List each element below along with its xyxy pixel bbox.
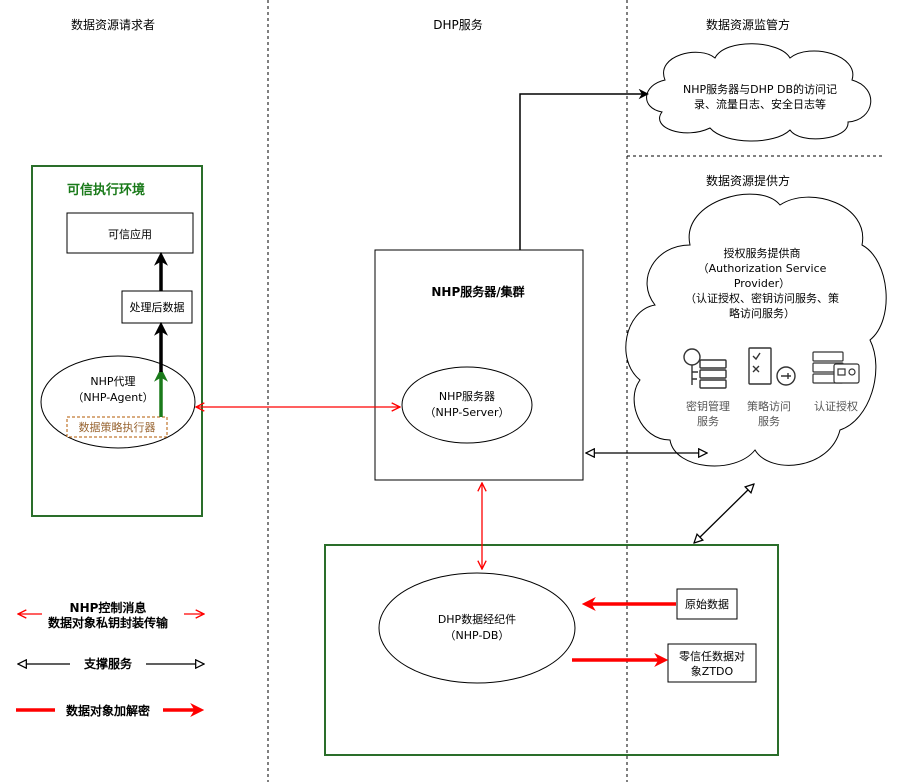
key-management-label-line1: 密钥管理 — [686, 399, 730, 413]
nhp-server-node — [401, 366, 533, 444]
raw-data-label: 原始数据 — [685, 597, 729, 611]
column-title-requester: 数据资源请求者 — [71, 17, 155, 32]
nhp-agent-label: NHP代理 — [90, 375, 135, 388]
raw-data-box — [676, 588, 738, 620]
legend-support-label: 支撑服务 — [83, 656, 133, 671]
legend-crypto-label: 数据对象加解密 — [66, 703, 150, 718]
nhp-server-label: NHP服务器 — [439, 390, 495, 403]
nhp-agent-sublabel: （NHP-Agent） — [72, 391, 153, 404]
legend-nhp-label-line2: 数据对象私钥封装传输 — [48, 615, 169, 630]
nhp-server-sublabel: （NHP-Server） — [425, 406, 510, 419]
ztdo-label-line1: 零信任数据对 — [679, 649, 745, 663]
supervisor-cloud: NHP服务器与DHP DB的访问记 录、流量日志、安全日志等 — [646, 43, 872, 142]
dhp-db-label: DHP数据经纪件 — [438, 612, 516, 626]
nhp-server-cluster: NHP服务器/集群 NHP服务器 （NHP-Server） — [374, 249, 584, 481]
key-server-icon — [683, 348, 727, 389]
provider-cloud: 授权服务提供商 （Authorization Service Provider）… — [625, 193, 887, 467]
policy-checklist-icon — [748, 347, 796, 386]
legend: NHP控制消息 数据对象私钥封装传输 支撑服务 数据对象加解密 — [16, 599, 204, 719]
dhp-db-sublabel: （NHP-DB） — [445, 629, 510, 642]
trusted-environment-title: 可信执行环境 — [67, 182, 145, 198]
processed-data-label: 处理后数据 — [130, 300, 185, 314]
connector-db-provider — [694, 484, 754, 543]
column-title-dhp: DHP服务 — [433, 17, 483, 32]
ztdo-label-line2: 象ZTDO — [691, 665, 734, 678]
legend-nhp-label-line1: NHP控制消息 — [70, 600, 147, 615]
provider-cloud-line4: （认证授权、密钥访问服务、策 — [685, 291, 839, 305]
nhp-server-cluster-title: NHP服务器/集群 — [431, 284, 524, 299]
trusted-app-box — [66, 212, 194, 254]
auth-card-icon — [812, 351, 860, 384]
auth-label: 认证授权 — [814, 399, 858, 413]
trusted-environment: 可信执行环境 可信应用 处理后数据 NHP代理 （NHP-Agent） 数据策略… — [31, 165, 203, 517]
connector-cluster-to-supervisor — [519, 88, 650, 250]
provider-cloud-line1: 授权服务提供商 — [724, 246, 801, 260]
dhp-db-node — [378, 572, 576, 684]
policy-executor-label: 数据策略执行器 — [79, 420, 156, 434]
provider-cloud-line2: （Authorization Service — [698, 262, 827, 275]
provider-cloud-line3: Provider） — [734, 277, 790, 290]
column-title-supervisor: 数据资源监管方 — [706, 17, 790, 32]
policy-access-label-line2: 服务 — [758, 415, 780, 428]
column-title-provider: 数据资源提供方 — [706, 173, 790, 188]
key-management-label-line2: 服务 — [697, 415, 719, 428]
provider-cloud-line5: 略访问服务） — [729, 306, 795, 320]
policy-access-label-line1: 策略访问 — [747, 399, 791, 413]
trusted-app-label: 可信应用 — [108, 227, 152, 241]
supervisor-cloud-line1: NHP服务器与DHP DB的访问记 — [683, 82, 837, 96]
supervisor-cloud-line2: 录、流量日志、安全日志等 — [694, 97, 826, 111]
dhp-db-container: DHP数据经纪件 （NHP-DB） 原始数据 零信任数据对 象ZTDO — [324, 544, 779, 756]
policy-executor-box — [66, 416, 168, 438]
ztdo-box — [667, 643, 757, 683]
